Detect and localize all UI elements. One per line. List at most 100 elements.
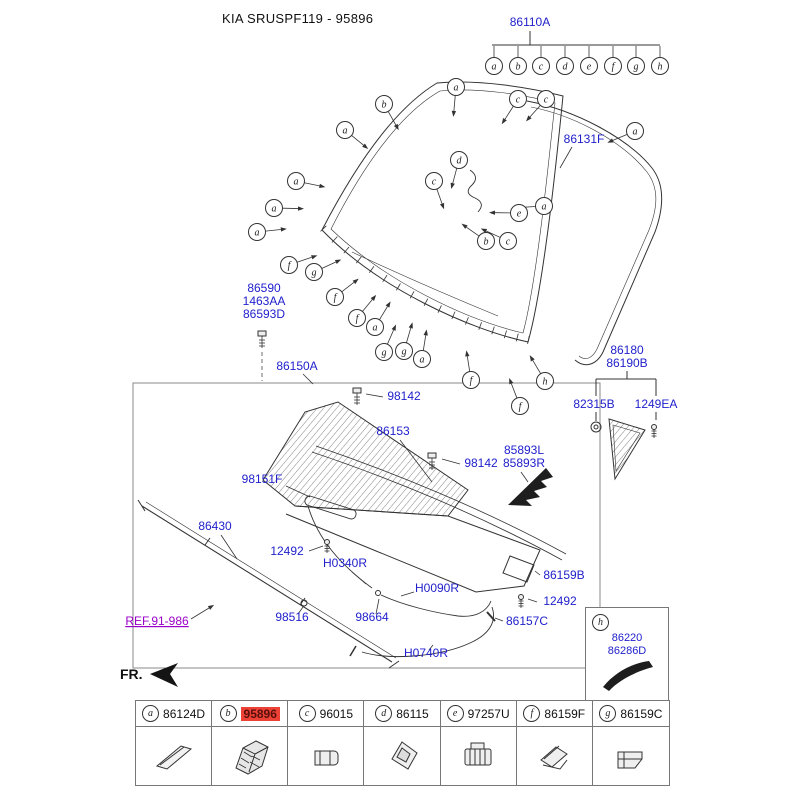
svg-text:a: a — [542, 202, 547, 213]
callout-g: g — [375, 324, 396, 361]
part-label-86131F[interactable]: 86131F — [564, 132, 605, 146]
callout-b: b — [375, 95, 399, 131]
static-art — [132, 31, 663, 687]
legend-part-icon-c — [288, 727, 365, 785]
callout-d: d — [556, 46, 574, 75]
part-label-1463AA[interactable]: 1463AA — [243, 294, 286, 308]
legend-part-97257U[interactable]: 97257U — [467, 706, 510, 721]
legend-part-icon-e — [441, 727, 517, 785]
part-label-12492[interactable]: 12492 — [270, 544, 304, 558]
part-label-86590[interactable]: 86590 — [247, 281, 281, 295]
cowl-top-cover — [262, 401, 469, 517]
callout-a: a — [366, 301, 391, 336]
part-label-98664[interactable]: 98664 — [355, 610, 389, 624]
part-label-86150A[interactable]: 86150A — [276, 359, 317, 373]
svg-text:h: h — [658, 62, 663, 73]
part-label-82315B[interactable]: 82315B — [573, 397, 614, 411]
part-label-86593D[interactable]: 86593D — [243, 307, 285, 321]
svg-text:b: b — [484, 237, 489, 248]
part-label-98516[interactable]: 98516 — [275, 610, 309, 624]
cowl-end-bracket — [502, 555, 535, 583]
legend-letter-f: f — [523, 705, 541, 722]
svg-text:d: d — [457, 156, 463, 167]
svg-text:c: c — [506, 237, 511, 248]
part-label-86110A[interactable]: 86110A — [510, 15, 550, 29]
part-label-98142[interactable]: 98142 — [387, 389, 421, 403]
legend-part-86159F[interactable]: 86159F — [544, 706, 586, 721]
part-label-86220[interactable]: 86220 — [611, 632, 643, 644]
screw-icon — [651, 424, 657, 438]
legend-part-86159C[interactable]: 86159C — [620, 706, 663, 721]
legend-letter-b: b — [219, 705, 237, 722]
part-label-REF.91-986[interactable]: REF.91-986 — [125, 614, 189, 628]
part-label-85893L[interactable]: 85893L — [504, 443, 544, 457]
legend-part-86115[interactable]: 86115 — [396, 706, 429, 721]
callout-a: a — [248, 223, 287, 241]
legend-part-icon-f — [517, 727, 593, 785]
callout-c: c — [425, 172, 445, 210]
callout-g: g — [305, 259, 342, 281]
svg-text:f: f — [356, 314, 360, 325]
hose-connector-98664 — [375, 590, 381, 596]
bolt-icon — [352, 387, 362, 405]
side-cover-85893r — [508, 468, 553, 506]
svg-text:c: c — [516, 95, 521, 106]
svg-text:a: a — [255, 228, 260, 239]
svg-text:g: g — [402, 347, 407, 358]
legend-letter-c: c — [298, 705, 316, 722]
svg-text:b: b — [382, 100, 387, 111]
fr-direction-arrow — [150, 663, 178, 687]
cowl-assembly-box — [132, 382, 601, 669]
svg-text:f: f — [470, 376, 474, 387]
bolt-icon — [257, 330, 267, 348]
cowl-side-cover-icon — [595, 657, 659, 698]
svg-text:c: c — [432, 177, 437, 188]
bolt-icon — [427, 452, 437, 470]
callout-f: f — [462, 350, 480, 389]
legend-part-icon-b — [212, 727, 289, 785]
sensor-emblem-squiggle — [467, 169, 482, 213]
part-label-H0090R[interactable]: H0090R — [415, 581, 459, 595]
svg-text:g: g — [382, 348, 387, 359]
callout-g: g — [627, 46, 645, 75]
part-label-86159B[interactable]: 86159B — [543, 568, 584, 582]
part-label-86153[interactable]: 86153 — [376, 424, 410, 438]
part-label-12492[interactable]: 12492 — [543, 594, 577, 608]
part-label-86286D[interactable]: 86286D — [607, 645, 647, 657]
part-label-H0340R[interactable]: H0340R — [323, 556, 367, 570]
bracket-98151f — [304, 495, 357, 520]
part-label-1249EA[interactable]: 1249EA — [635, 397, 678, 411]
legend-cell-h[interactable]: h 86220 86286D — [585, 607, 669, 701]
part-label-86430[interactable]: 86430 — [198, 519, 232, 533]
svg-text:a: a — [633, 127, 638, 138]
svg-text:a: a — [343, 126, 348, 137]
legend-part-86124D[interactable]: 86124D — [163, 706, 206, 721]
part-label-86157C[interactable]: 86157C — [506, 614, 548, 628]
part-label-98151F[interactable]: 98151F — [242, 472, 283, 486]
svg-text:f: f — [612, 62, 616, 73]
legend-part-96015[interactable]: 96015 — [319, 706, 354, 721]
part-label-86180[interactable]: 86180 — [610, 343, 644, 357]
callout-g: g — [395, 322, 413, 360]
hose-h0340r — [307, 505, 373, 589]
callout-bracket-line — [492, 31, 660, 46]
legend-part-icon-d — [364, 727, 441, 785]
svg-text:c: c — [544, 95, 549, 106]
svg-text:e: e — [517, 209, 522, 220]
svg-text:f: f — [288, 261, 292, 272]
part-label-H0740R[interactable]: H0740R — [404, 646, 448, 660]
screw-icon — [324, 539, 330, 553]
part-label-85893R[interactable]: 85893R — [503, 456, 545, 470]
part-label-98142[interactable]: 98142 — [464, 456, 498, 470]
legend-part-95896[interactable]: 95896 — [240, 706, 280, 721]
part-label-86190B[interactable]: 86190B — [606, 356, 647, 370]
callout-a: a — [413, 329, 431, 368]
